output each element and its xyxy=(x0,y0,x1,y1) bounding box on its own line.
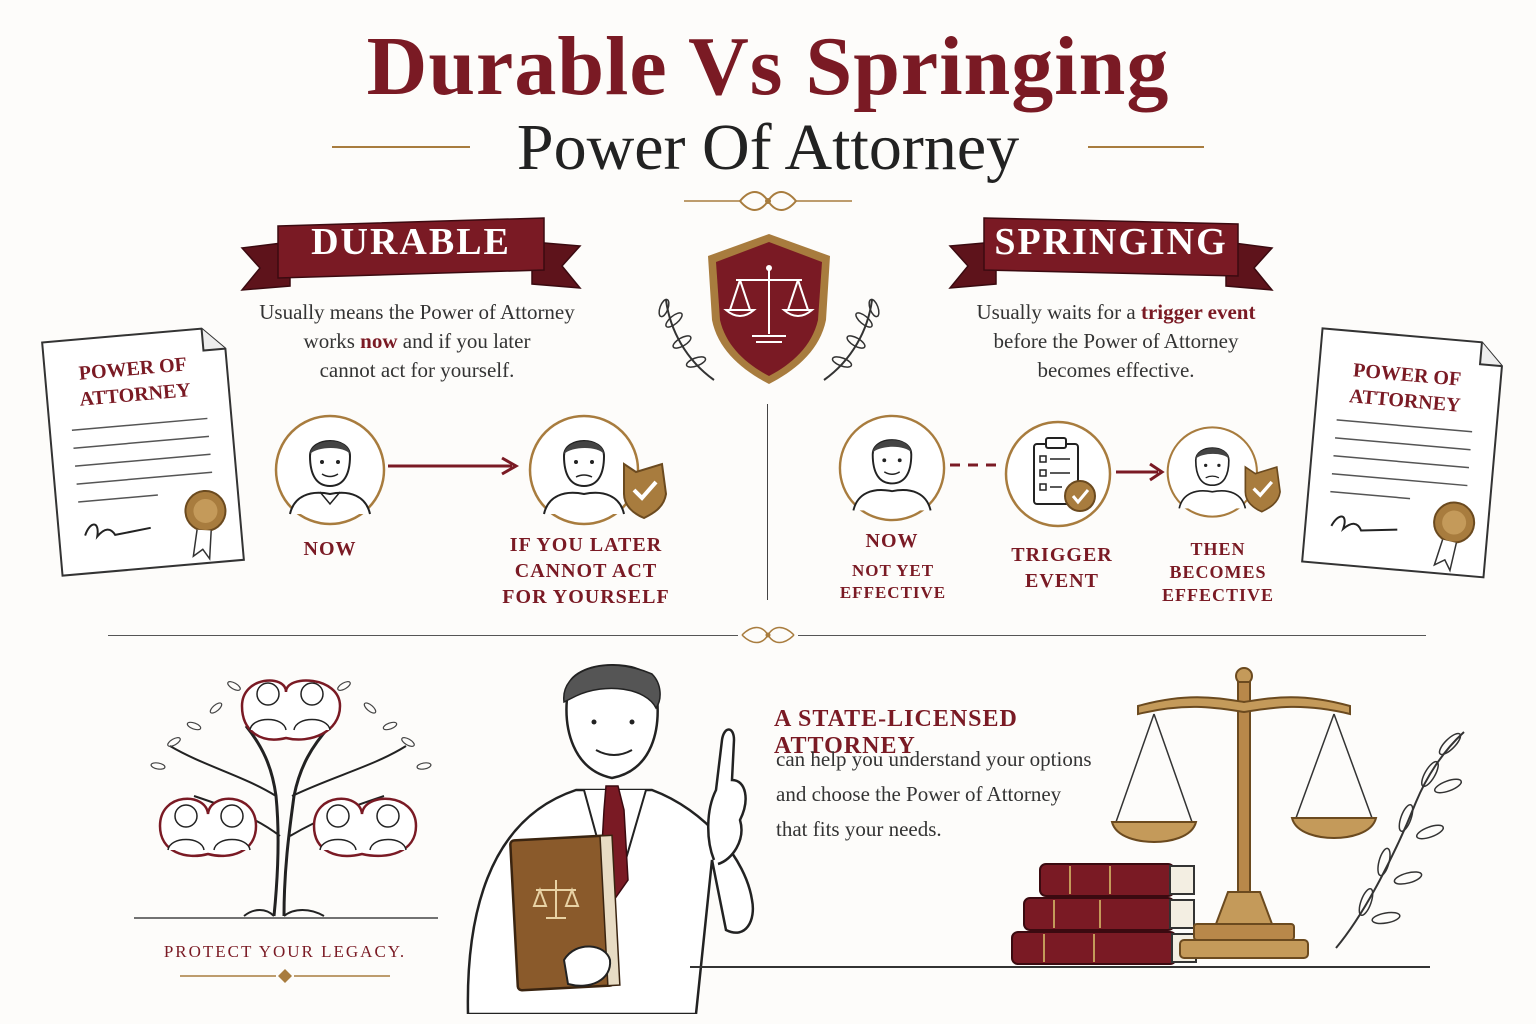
legacy-diamond-icon xyxy=(180,969,390,983)
flourish-ornament-icon xyxy=(684,191,852,211)
durable-now-person-icon xyxy=(274,414,386,526)
durable-ribbon xyxy=(240,217,582,291)
springing-step-now-sub: NOT YET EFFECTIVE xyxy=(820,560,966,604)
attorney-line-1: can help you understand your options xyxy=(776,747,1092,771)
springing-then-line-3: EFFECTIVE xyxy=(1161,585,1275,605)
springing-arrow-icon xyxy=(1116,462,1165,482)
durable-step-later-label: IF YOU LATER CANNOT ACT FOR YOURSELF xyxy=(480,532,692,610)
springing-document-icon xyxy=(1301,327,1503,579)
springing-step-then-label: THEN BECOMES EFFECTIVE xyxy=(1140,538,1296,607)
springing-dashed-connector xyxy=(950,463,1000,467)
springing-banner-label: SPRINGING xyxy=(994,221,1228,263)
attorney-line-2: and choose the Power of Attorney xyxy=(776,782,1062,806)
column-divider xyxy=(767,404,768,600)
attorney-figure-icon xyxy=(466,664,755,1014)
section-divider-left xyxy=(108,635,738,636)
page-title: Durable Vs Springing xyxy=(366,20,1170,113)
springing-then-line-2: BECOMES xyxy=(1169,562,1267,582)
springing-trigger-line-1: TRIGGER xyxy=(1011,544,1113,566)
durable-desc-now: now xyxy=(360,329,398,353)
springing-desc-trigger: trigger event xyxy=(1140,300,1256,324)
springing-trigger-line-2: EVENT xyxy=(1025,570,1099,592)
gold-scales-icon xyxy=(1110,667,1378,959)
legacy-tagline: PROTECT YOUR LEGACY. xyxy=(163,942,407,961)
subtitle-rule-left xyxy=(332,146,470,148)
law-books-icon xyxy=(1011,863,1197,965)
durable-desc-later: and if you later xyxy=(397,329,531,353)
springing-then-person-icon xyxy=(1166,426,1281,518)
springing-description: Usually waits for a trigger event before… xyxy=(926,298,1306,385)
springing-now-sub-2: EFFECTIVE xyxy=(839,583,947,602)
durable-banner-label: DURABLE xyxy=(311,221,511,263)
springing-desc-line-3: becomes effective. xyxy=(1037,358,1195,382)
olive-branch-icon xyxy=(1335,731,1465,949)
springing-then-line-1: THEN xyxy=(1190,539,1246,559)
springing-ribbon xyxy=(948,217,1274,291)
durable-description: Usually means the Power of Attorney work… xyxy=(232,298,602,385)
durable-later-line-2: CANNOT ACT xyxy=(514,560,658,582)
scales-shield-icon xyxy=(658,234,880,384)
durable-desc-line-1: Usually means the Power of Attorney xyxy=(259,300,575,324)
durable-later-person-icon xyxy=(528,414,668,526)
durable-arrow-icon xyxy=(388,456,520,476)
durable-desc-line-3: cannot act for yourself. xyxy=(319,358,515,382)
divider-ornament-icon xyxy=(741,626,795,644)
springing-desc-line-2: before the Power of Attorney xyxy=(993,329,1239,353)
springing-step-trigger-label: TRIGGER EVENT xyxy=(990,542,1134,594)
subtitle-rule-right xyxy=(1088,146,1204,148)
section-divider-right xyxy=(798,635,1426,636)
page-subtitle: Power Of Attorney xyxy=(516,111,1020,184)
springing-now-sub-1: NOT YET xyxy=(851,561,935,580)
durable-document-icon xyxy=(41,327,245,577)
springing-step-now-label: NOW xyxy=(865,530,919,552)
durable-later-line-1: IF YOU LATER xyxy=(509,534,663,556)
trigger-clipboard-icon xyxy=(1004,420,1112,528)
springing-desc-waits: Usually waits for a xyxy=(976,300,1141,324)
durable-desc-works: works xyxy=(303,329,361,353)
bottom-base-line xyxy=(690,966,1430,968)
attorney-body: can help you understand your options and… xyxy=(776,742,1136,847)
attorney-heading: A STATE-LICENSED ATTORNEY xyxy=(774,706,1018,759)
family-tree-icon xyxy=(134,679,438,919)
durable-later-line-3: FOR YOURSELF xyxy=(502,586,670,608)
springing-now-person-icon xyxy=(838,414,946,522)
durable-step-now-label: NOW xyxy=(303,538,357,560)
attorney-line-3: that fits your needs. xyxy=(776,817,942,841)
